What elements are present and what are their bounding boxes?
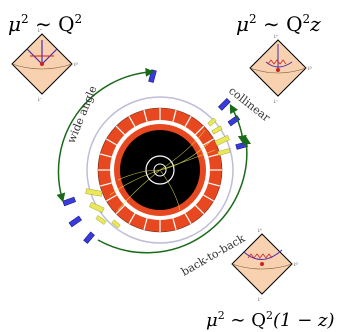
calorimeter-segment-line	[184, 213, 192, 224]
back-to-back-label: back-to-back	[179, 232, 247, 279]
calorimeter-segment-line	[208, 182, 221, 187]
calorimeter-segment-line	[128, 213, 136, 224]
svg-text:i⁰: i⁰	[294, 262, 298, 268]
calorimeter-segment-line	[172, 109, 177, 122]
calorimeter-segment-line	[115, 204, 126, 215]
calorimeter-segment-line	[184, 116, 192, 127]
penrose-diamond-back-to-back: i⁺ i⁰ i⁻	[231, 228, 298, 303]
svg-text:i⁺: i⁺	[274, 34, 279, 40]
svg-text:i⁺: i⁺	[38, 28, 43, 34]
calorimeter-segment-line	[203, 194, 214, 202]
calorimeter-segment-line	[194, 204, 205, 215]
calorimeter-segment-line	[143, 218, 148, 231]
svg-text:i⁺: i⁺	[258, 228, 263, 234]
back-to-back-arc	[97, 135, 252, 254]
scale-formula-collinear: μ2 ∼ Q2z	[236, 12, 321, 36]
svg-text:i⁻: i⁻	[38, 97, 43, 103]
scale-formula-wide: μ2 ∼ Q2	[8, 12, 82, 36]
calorimeter-segment-line	[203, 138, 214, 146]
calorimeter-segment-line	[172, 218, 177, 231]
wide-angle-arc	[56, 67, 155, 203]
scale-formula-back-to-back: μ2 ∼ Q2(1 − z)	[206, 309, 335, 331]
penrose-diamond-wide: i⁺ i⁰ i⁻	[11, 28, 78, 103]
calorimeter-segment-line	[208, 153, 221, 158]
detector-event-display	[85, 96, 234, 244]
wide-angle-label: wide angle	[65, 84, 100, 145]
penrose-diamond-collinear: i⁺ i⁰ i⁻	[249, 34, 312, 105]
calorimeter-segment-line	[194, 125, 205, 136]
svg-text:i⁻: i⁻	[274, 99, 279, 105]
svg-text:i⁰: i⁰	[308, 66, 312, 72]
svg-text:i⁰: i⁰	[74, 62, 78, 68]
svg-text:i⁻: i⁻	[258, 297, 263, 303]
